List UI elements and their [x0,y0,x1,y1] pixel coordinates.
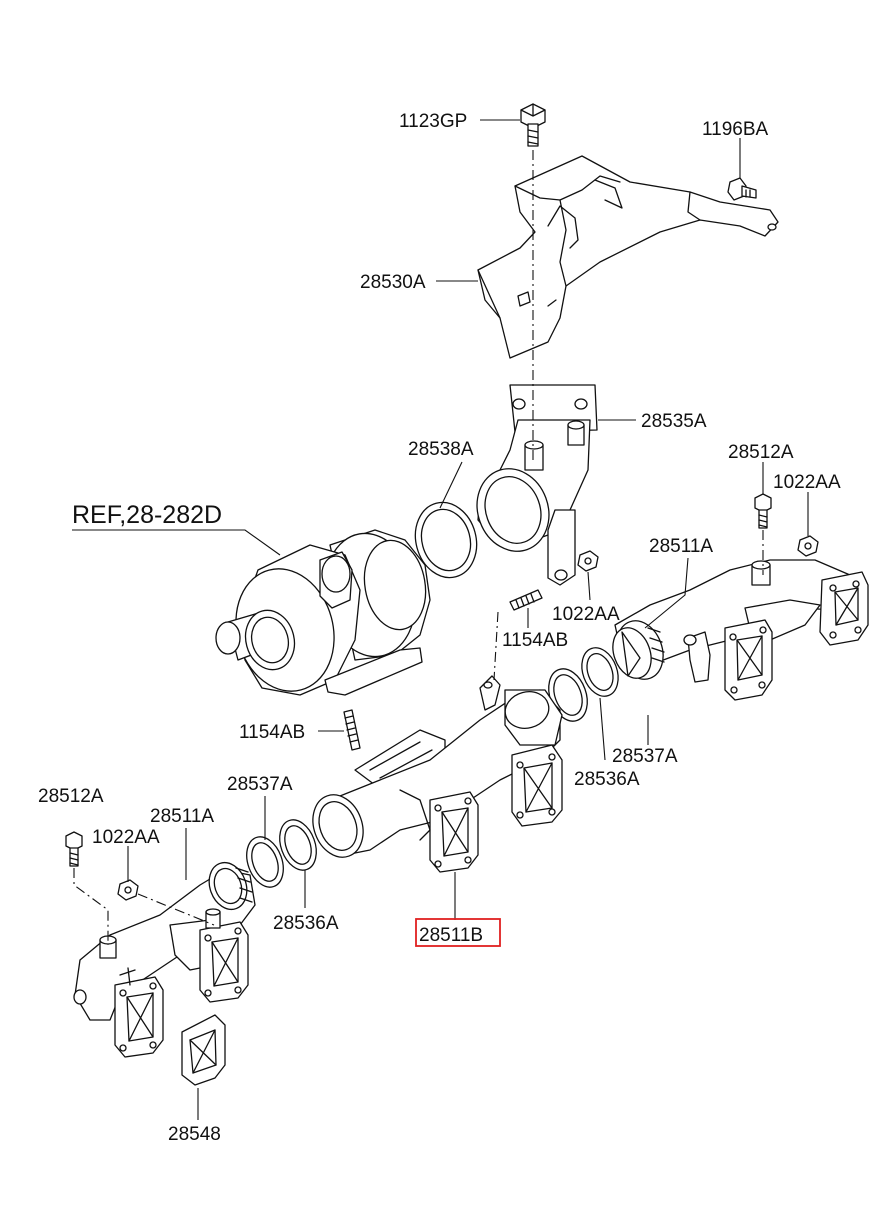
manifold-center-part [312,675,563,873]
label-nut-elbow[interactable]: 1022AA [552,604,620,625]
nut-1022aa-right-part [797,535,819,557]
bolt-28512a-left-part [65,831,83,867]
label-turbo-ref[interactable]: REF,28-282D [72,501,222,529]
ring-28537a-right-part [581,647,619,697]
ring-28537a-left-part [246,836,284,888]
label-bolt-left-manifold[interactable]: 28512A [38,786,104,807]
label-ring-right-inner[interactable]: 28536A [574,769,640,790]
nut-1022aa-elbow-part [577,550,599,572]
center-line-stud [493,611,499,681]
label-gasket-turbo[interactable]: 28538A [408,439,474,460]
label-heat-shield[interactable]: 28530A [360,272,426,293]
gasket-28548-part [181,1014,226,1086]
stud-1154ab-lower-part [343,709,361,751]
label-bolt-top[interactable]: 1123GP [399,111,467,132]
label-ring-right-outer[interactable]: 28537A [612,746,678,767]
manifold-right-part [612,559,869,701]
bolt-1196ba-part [727,177,757,201]
label-manifold-right[interactable]: 28511A [649,536,713,557]
manifold-left-part [73,861,256,1058]
nut-1022aa-left-part [117,879,139,901]
leader-lines [72,119,809,1120]
label-gasket-bottom[interactable]: 28548 [168,1124,221,1145]
label-stud-lower[interactable]: 1154AB [239,722,305,743]
part-labels: 1123GP 1196BA 28530A 28535A 28538A REF,2… [38,111,841,1145]
label-nut-right-manifold[interactable]: 1022AA [773,472,841,493]
label-bolt-right-manifold[interactable]: 28512A [728,442,794,463]
ring-28536a-left-part [279,819,317,871]
bolt-1123gp-part [520,103,546,147]
stud-1154ab-upper-part [509,589,543,611]
turbocharger-part [215,529,431,696]
gasket-28538a-part [414,501,478,579]
center-line-left-nut [137,893,215,926]
label-ring-left-inner[interactable]: 28536A [273,913,339,934]
highlight-box [415,918,501,947]
label-elbow[interactable]: 28535A [641,411,707,432]
label-ring-left-outer[interactable]: 28537A [227,774,293,795]
center-line-left-bolt [73,868,109,945]
heat-shield-part [477,155,779,359]
label-stud-upper[interactable]: 1154AB [502,630,568,651]
label-manifold-left[interactable]: 28511A [150,806,214,827]
label-manifold-center[interactable]: 28511B [419,925,483,946]
elbow-part [476,384,598,586]
label-nut-left-manifold[interactable]: 1022AA [92,827,160,848]
label-bolt-right[interactable]: 1196BA [702,119,769,140]
bolt-28512a-right-part [754,493,772,529]
